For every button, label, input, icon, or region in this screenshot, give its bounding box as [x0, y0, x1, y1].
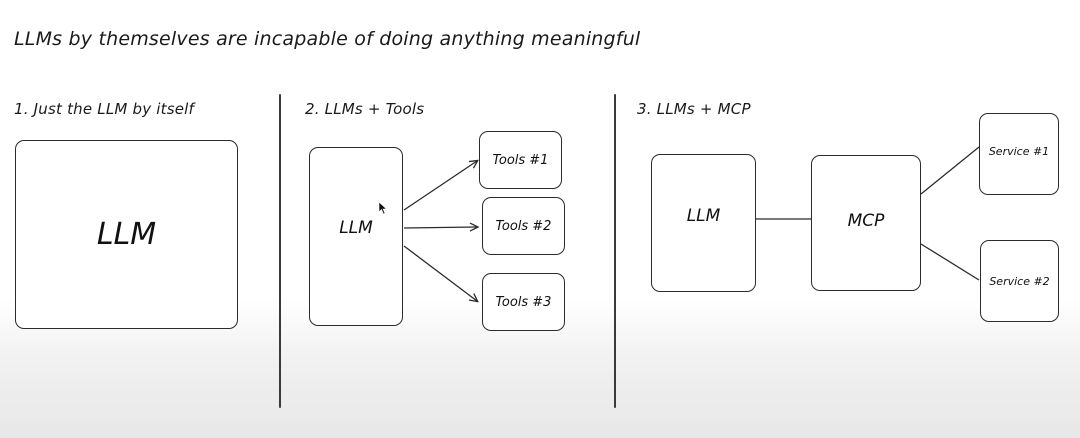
- section-2-label: 2. LLMs + Tools: [305, 100, 425, 118]
- llm-box-standalone: LLM: [15, 140, 238, 329]
- tool-label-2: Tools #2: [495, 218, 552, 234]
- llm-label: LLM: [339, 217, 373, 238]
- tool-label-1: Tools #1: [492, 152, 549, 168]
- arrow-llm-to-tool2: [403, 227, 477, 228]
- arrow-llm-to-tool3: [403, 245, 477, 301]
- llm-box-mcp: LLM: [651, 154, 756, 292]
- mcp-label: MCP: [847, 211, 885, 231]
- section-divider-2: [614, 94, 616, 408]
- llm-label: LLM: [96, 217, 157, 252]
- tool-box-3: Tools #3: [482, 273, 565, 331]
- service-box-2: Service #2: [980, 240, 1059, 322]
- mcp-box: MCP: [811, 155, 921, 291]
- section-1-label: 1. Just the LLM by itself: [14, 100, 194, 118]
- tool-box-1: Tools #1: [479, 131, 562, 189]
- diagram-title: LLMs by themselves are incapable of doin…: [14, 28, 641, 50]
- line-mcp-to-service1: [920, 146, 980, 195]
- service-box-1: Service #1: [979, 113, 1059, 195]
- line-mcp-to-service2: [920, 243, 980, 281]
- mouse-pointer-icon: [378, 201, 388, 215]
- arrow-llm-to-tool1: [403, 161, 477, 211]
- section-divider-1: [279, 94, 281, 408]
- llm-label: LLM: [686, 206, 721, 226]
- section-3-label: 3. LLMs + MCP: [637, 100, 751, 118]
- service-label-1: Service #1: [988, 144, 1050, 158]
- service-label-2: Service #2: [989, 274, 1050, 288]
- tool-label-3: Tools #3: [495, 294, 552, 310]
- llm-box-tools: LLM: [309, 147, 403, 326]
- tool-box-2: Tools #2: [482, 197, 565, 255]
